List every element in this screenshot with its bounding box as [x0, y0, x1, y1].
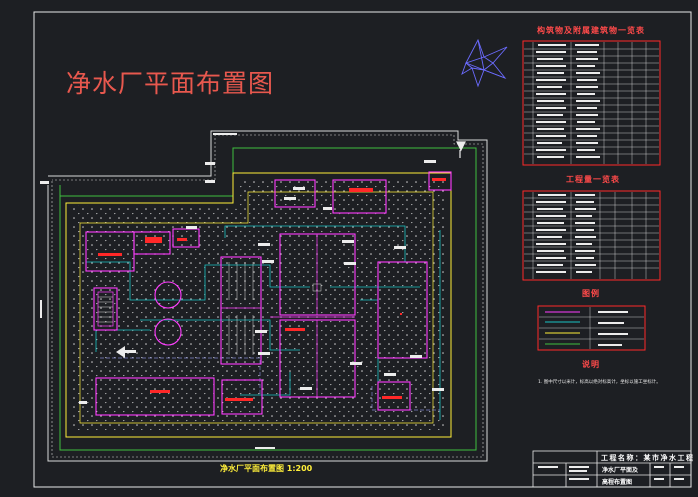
quantities-table — [522, 190, 661, 281]
legend-title: 图例 — [582, 289, 600, 298]
title-block — [532, 450, 692, 488]
plan-caption: 净水厂平面布置图 1:200 — [220, 464, 313, 473]
drawing-name-line-1: 净水厂平面及 — [602, 467, 639, 474]
clarifier-tank-2 — [154, 318, 182, 346]
drawing-name-line-2: 高程布置图 — [602, 479, 633, 486]
notes-text: 1. 图中尺寸以米计，标高以绝对标高计，坐标以施工坐标计。 — [538, 380, 661, 385]
notes-title: 说明 — [582, 360, 600, 369]
building-labels — [98, 178, 446, 401]
gravel-area — [72, 180, 445, 430]
site-boundary-wall — [47, 130, 488, 462]
callout-tags — [40, 133, 444, 449]
drawing-frame — [33, 11, 692, 488]
drawing-title: 净水厂平面布置图 — [66, 69, 275, 98]
legend-box — [537, 305, 646, 351]
pipe-network — [86, 225, 441, 420]
quantities-table-title: 工程量一览表 — [566, 175, 620, 184]
compass-rose — [461, 38, 508, 88]
clarifier-tank-1 — [154, 281, 182, 309]
project-name: 工程名称：某市净水工程 — [601, 454, 695, 462]
structures-table — [522, 40, 661, 166]
buildings — [85, 171, 452, 416]
structures-table-title: 构筑物及附属建筑物一览表 — [537, 26, 645, 35]
